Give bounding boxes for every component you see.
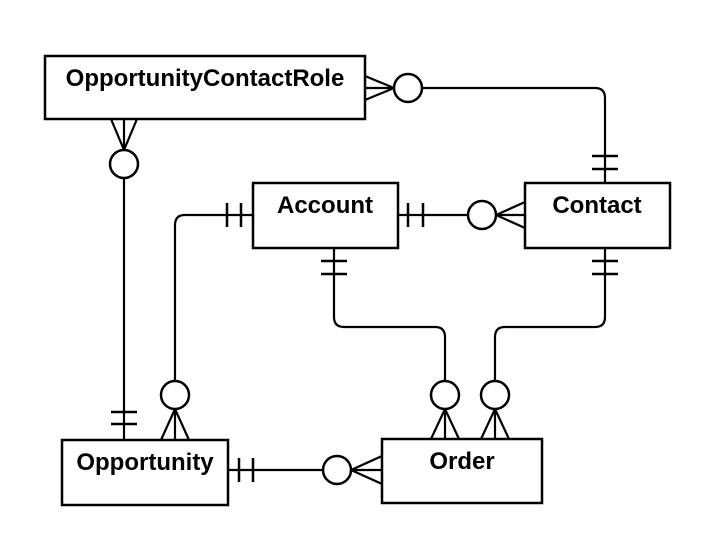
- entity-box: [43, 54, 367, 121]
- entity-box: [523, 181, 672, 250]
- crows-foot-icon: [480, 408, 510, 440]
- one-and-only-one-bars-icon: [225, 203, 243, 227]
- entity-box: [60, 438, 230, 507]
- one-and-only-one-bars-icon: [406, 203, 425, 227]
- entity-order: Order: [380, 437, 544, 505]
- entity-box: [251, 181, 400, 250]
- relationship-opportunity-opportunitycontactrole: [108, 118, 140, 440]
- edge-line: [422, 86, 607, 183]
- one-and-only-one-bars-icon: [321, 259, 347, 276]
- one-and-only-one-bars-icon: [592, 154, 618, 171]
- crows-foot-icon: [430, 408, 460, 440]
- crows-foot-icon: [159, 408, 191, 441]
- zero-circle-icon: [466, 199, 498, 231]
- edge-line: [173, 213, 253, 381]
- entity-contact: Contact: [523, 181, 672, 250]
- entity-box: [380, 437, 544, 505]
- one-and-only-one-bars-icon: [592, 259, 618, 276]
- entity-label: Opportunity: [76, 449, 214, 476]
- entity-label: Contact: [552, 192, 641, 219]
- one-and-only-one-bars-icon: [237, 458, 255, 482]
- crows-foot-icon: [495, 200, 526, 230]
- relationship-account-order: [321, 248, 461, 440]
- crows-foot-icon: [364, 74, 395, 102]
- relationship-account-opportunity: [159, 203, 253, 441]
- zero-circle-icon: [479, 379, 511, 411]
- zero-circle-icon: [429, 379, 461, 411]
- relationship-account-contact: [398, 199, 526, 231]
- entity-opportunity-contact-role: OpportunityContactRole: [43, 54, 367, 121]
- zero-circle-icon: [159, 379, 191, 411]
- relationship-opportunity-order: [228, 454, 383, 486]
- entity-account: Account: [251, 181, 400, 250]
- relationship-contact-order: [479, 248, 618, 440]
- entity-opportunity: Opportunity: [60, 438, 230, 507]
- relationship-contact-opportunitycontactrole: [364, 72, 618, 183]
- crows-foot-icon: [350, 454, 383, 486]
- zero-circle-icon: [392, 72, 424, 104]
- edge-line: [332, 248, 447, 381]
- entity-label: Order: [429, 448, 494, 475]
- one-and-only-one-bars-icon: [111, 410, 137, 426]
- crows-foot-icon: [109, 118, 139, 151]
- entity-label: Account: [277, 192, 373, 219]
- zero-circle-icon: [321, 454, 353, 486]
- zero-circle-icon: [108, 148, 140, 180]
- entity-label: OpportunityContactRole: [66, 65, 345, 92]
- edge-line: [493, 248, 607, 381]
